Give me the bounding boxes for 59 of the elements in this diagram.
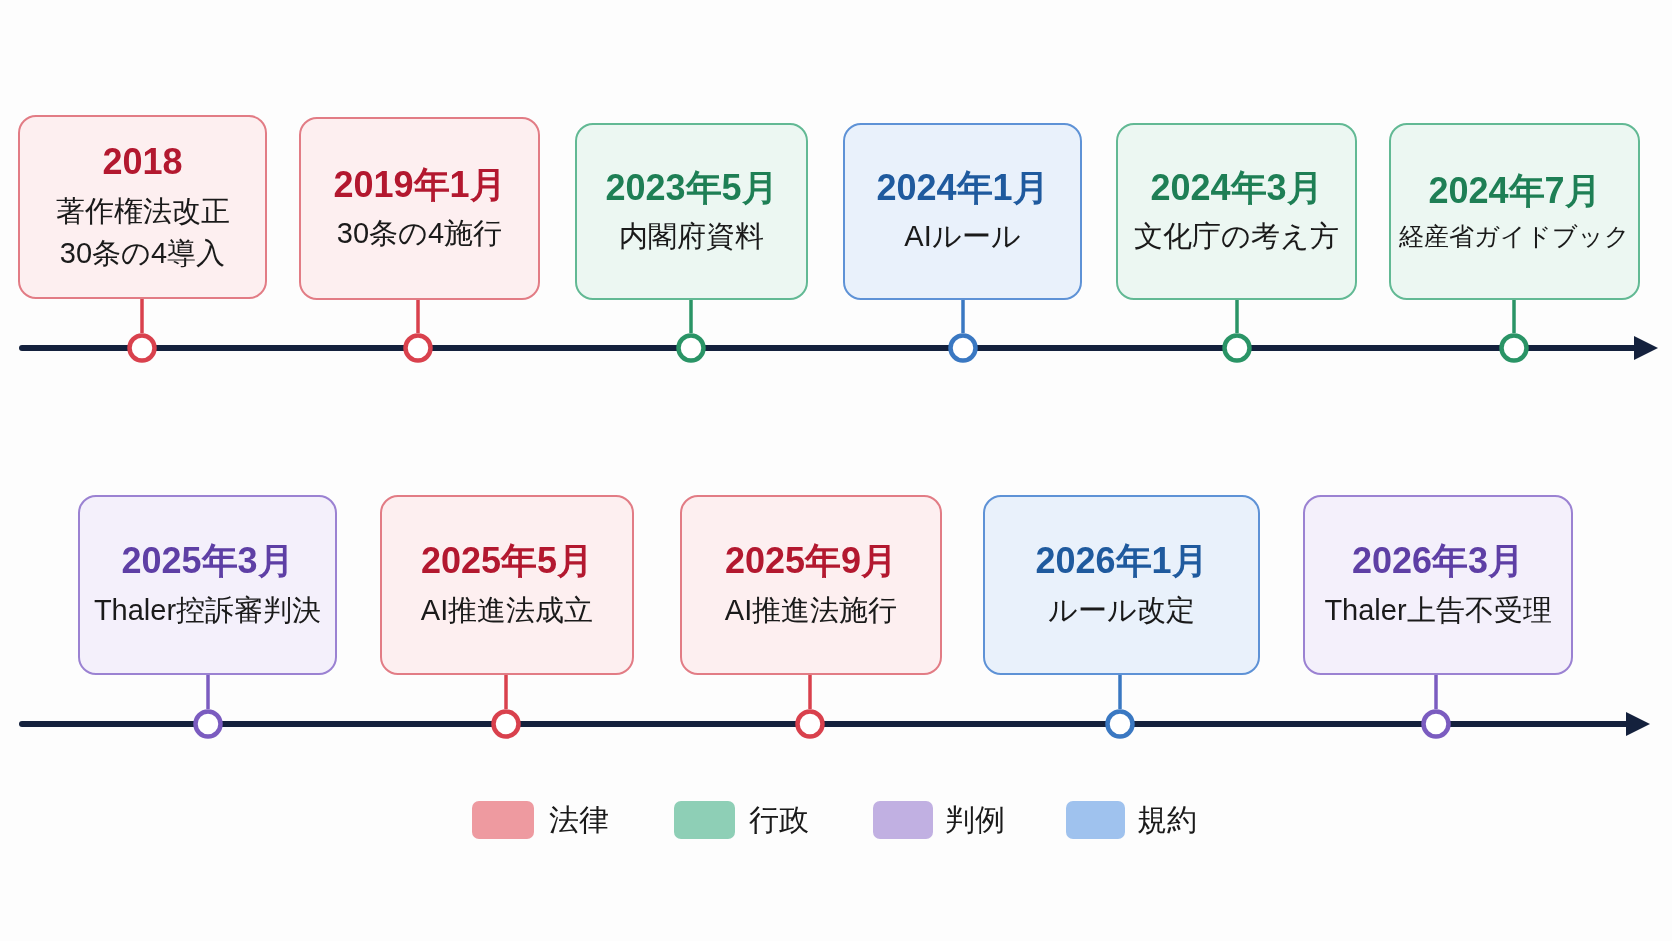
marker-ring-icon bbox=[193, 709, 223, 739]
event-description: AI推進法施行 bbox=[724, 592, 898, 628]
connector-line bbox=[1235, 300, 1239, 333]
event-card bbox=[78, 495, 337, 675]
event-date: 2024年3月 bbox=[1150, 165, 1323, 210]
event-description: ルール改定 bbox=[1048, 592, 1195, 628]
marker-ring-icon bbox=[403, 333, 433, 363]
event-description: 著作権法改正30条の4導入 bbox=[54, 193, 231, 271]
event-card bbox=[1116, 123, 1357, 300]
legend-label: 規約 bbox=[1137, 802, 1197, 838]
connector-line bbox=[808, 675, 812, 709]
legend-label: 行政 bbox=[749, 802, 809, 838]
legend-label: 判例 bbox=[945, 802, 1005, 838]
event-card bbox=[1389, 123, 1640, 300]
event-date: 2025年3月 bbox=[121, 539, 294, 583]
legend-label: 法律 bbox=[549, 802, 609, 838]
event-card bbox=[983, 495, 1260, 675]
event-card bbox=[680, 495, 942, 675]
marker-ring-icon bbox=[948, 333, 978, 363]
event-date: 2018 bbox=[102, 140, 183, 184]
event-date: 2026年1月 bbox=[1035, 539, 1208, 583]
connector-line bbox=[416, 300, 420, 333]
event-date: 2025年5月 bbox=[420, 539, 594, 583]
connector-line bbox=[1434, 675, 1438, 709]
marker-ring-icon bbox=[795, 709, 825, 739]
event-description: 内閣府資料 bbox=[619, 219, 764, 255]
event-description: 経産省ガイドブック bbox=[1399, 220, 1630, 252]
event-description: AI推進法成立 bbox=[420, 592, 594, 628]
event-card bbox=[575, 123, 808, 300]
connector-line bbox=[1512, 300, 1516, 333]
connector-line bbox=[140, 299, 144, 333]
connector-line bbox=[689, 300, 693, 333]
event-card bbox=[1303, 495, 1573, 675]
event-date: 2019年1月 bbox=[333, 162, 506, 207]
event-card bbox=[18, 115, 267, 299]
event-date: 2024年1月 bbox=[876, 165, 1049, 210]
event-date: 2023年5月 bbox=[605, 165, 778, 210]
marker-ring-icon bbox=[676, 333, 706, 363]
event-description: 文化庁の考え方 bbox=[1134, 219, 1339, 255]
event-description: Thaler控訴審判決 bbox=[93, 592, 322, 628]
event-card bbox=[843, 123, 1082, 300]
marker-ring-icon bbox=[1105, 709, 1135, 739]
event-date: 2025年9月 bbox=[724, 539, 898, 583]
event-date: 2024年7月 bbox=[1428, 168, 1601, 212]
connector-line bbox=[206, 675, 210, 709]
marker-ring-icon bbox=[1421, 709, 1451, 739]
connector-line bbox=[961, 300, 965, 333]
event-description: 30条の4施行 bbox=[336, 216, 503, 252]
marker-ring-icon bbox=[1222, 333, 1252, 363]
marker-ring-icon bbox=[1499, 333, 1529, 363]
event-description: Thaler上告不受理 bbox=[1324, 592, 1552, 628]
event-card bbox=[380, 495, 634, 675]
event-card bbox=[299, 117, 540, 300]
marker-ring-icon bbox=[127, 333, 157, 363]
marker-ring-icon bbox=[491, 709, 521, 739]
connector-line bbox=[504, 675, 508, 709]
event-description: AIルール bbox=[904, 219, 1021, 255]
event-date: 2026年3月 bbox=[1351, 539, 1525, 583]
connector-line bbox=[1118, 675, 1122, 709]
